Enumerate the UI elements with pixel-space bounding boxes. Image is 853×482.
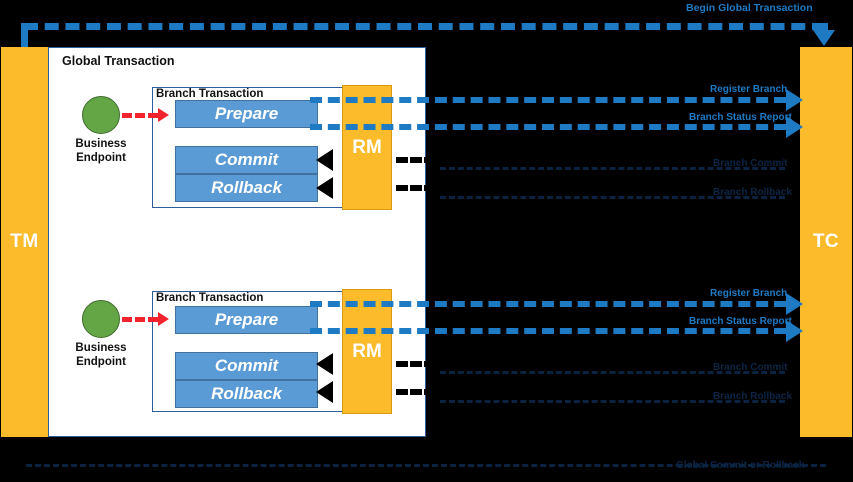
branch-commit-label: Branch Commit	[713, 158, 788, 169]
branch-transaction-label: Branch Transaction	[155, 292, 265, 304]
branch-transaction-label: Branch Transaction	[155, 88, 265, 100]
invoke-flow-line	[122, 317, 158, 322]
begin-transaction-label: Begin Global Transaction	[686, 2, 813, 14]
branch-status-report-label: Branch Status Report	[689, 112, 792, 123]
register-branch-line	[310, 301, 786, 307]
register-branch-arrowhead-icon	[786, 293, 803, 315]
begin-transaction-arrowhead-icon	[813, 30, 835, 46]
business-endpoint-node[interactable]	[82, 300, 120, 338]
branch-status-report-line	[310, 328, 786, 334]
branch-rollback-line	[396, 389, 436, 395]
branch-commit-arrowhead-icon	[316, 353, 333, 375]
branch-rollback-label: Branch Rollback	[713, 391, 792, 402]
global-commit-rollback-label: Global Commit or Rollback	[676, 460, 805, 471]
branch-commit-line	[396, 361, 436, 367]
branch-rollback-arrowhead-icon	[316, 177, 333, 199]
begin-transaction-line	[24, 23, 826, 30]
transaction-coordinator-bar[interactable]: TC	[800, 47, 852, 437]
branch-rollback-label: Branch Rollback	[713, 187, 792, 198]
prepare-action-box[interactable]: Prepare	[175, 306, 318, 334]
branch-rollback-return-line	[440, 196, 785, 199]
business-endpoint-label-line2: Endpoint	[76, 356, 126, 368]
branch-commit-return-line	[440, 371, 785, 374]
resource-manager-box[interactable]: RM	[342, 85, 392, 210]
prepare-action-box[interactable]: Prepare	[175, 100, 318, 128]
business-endpoint-label: Business Endpoint	[53, 341, 149, 369]
register-branch-label: Register Branch	[710, 84, 788, 95]
branch-commit-return-line	[440, 167, 785, 170]
rollback-action-box[interactable]: Rollback	[175, 380, 318, 408]
branch-rollback-return-line	[440, 400, 785, 403]
business-endpoint-label-line2: Endpoint	[76, 152, 126, 164]
branch-commit-line	[396, 157, 436, 163]
resource-manager-box[interactable]: RM	[342, 289, 392, 414]
branch-commit-arrowhead-icon	[316, 149, 333, 171]
branch-status-report-arrowhead-icon	[786, 116, 803, 138]
register-branch-line	[310, 97, 786, 103]
register-branch-arrowhead-icon	[786, 89, 803, 111]
business-endpoint-label-line1: Business	[75, 138, 127, 150]
register-branch-label: Register Branch	[710, 288, 788, 299]
global-commit-rollback-line	[26, 464, 826, 467]
invoke-flow-arrowhead-icon	[158, 108, 169, 122]
invoke-flow-arrowhead-icon	[158, 312, 169, 326]
branch-status-report-arrowhead-icon	[786, 320, 803, 342]
business-endpoint-label-line1: Business	[75, 342, 127, 354]
commit-action-box[interactable]: Commit	[175, 146, 318, 174]
branch-commit-label: Branch Commit	[713, 362, 788, 373]
transaction-manager-bar[interactable]: TM	[1, 47, 48, 437]
business-endpoint-label: Business Endpoint	[53, 137, 149, 165]
business-endpoint-node[interactable]	[82, 96, 120, 134]
rollback-action-box[interactable]: Rollback	[175, 174, 318, 202]
begin-transaction-riser	[21, 23, 28, 51]
invoke-flow-line	[122, 113, 158, 118]
global-transaction-label: Global Transaction	[62, 54, 175, 68]
branch-rollback-arrowhead-icon	[316, 381, 333, 403]
commit-action-box[interactable]: Commit	[175, 352, 318, 380]
branch-rollback-line	[396, 185, 436, 191]
branch-status-report-line	[310, 124, 786, 130]
branch-status-report-label: Branch Status Report	[689, 316, 792, 327]
